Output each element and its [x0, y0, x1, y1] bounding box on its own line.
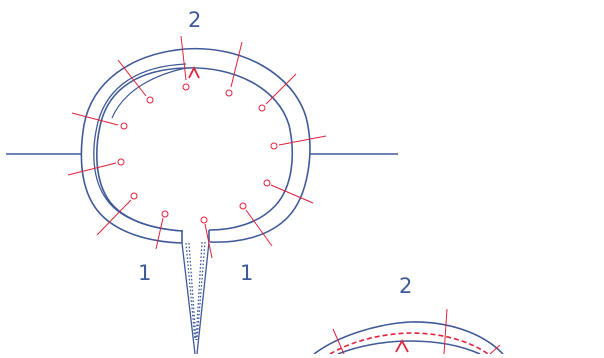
inner-ring	[96, 67, 294, 232]
label-2-top: 2	[188, 8, 202, 32]
center-mark	[188, 65, 200, 79]
second-center-mark	[395, 339, 409, 353]
second-figure-partial	[313, 308, 504, 355]
label-1-left: 1	[138, 261, 152, 285]
second-outer-ring	[313, 321, 504, 355]
inner-ring-second	[93, 63, 187, 232]
outer-ring	[80, 47, 311, 244]
second-dashed-seam	[329, 332, 489, 355]
placket	[181, 241, 210, 355]
label-2-bottom: 2	[399, 274, 413, 298]
seam-inner	[111, 67, 187, 119]
second-inner-ring	[337, 340, 481, 355]
label-1-right: 1	[240, 261, 254, 285]
pins	[67, 35, 327, 259]
